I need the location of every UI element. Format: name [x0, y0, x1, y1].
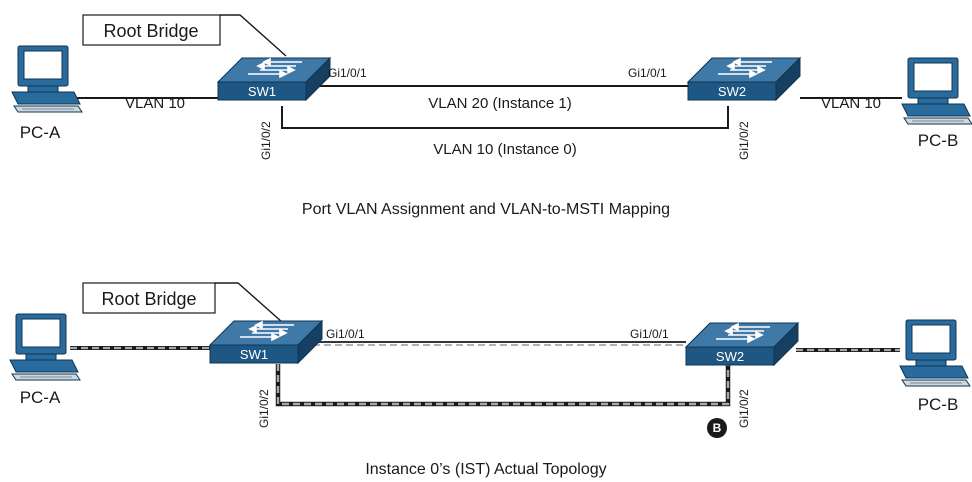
pc-b-icon	[899, 319, 971, 387]
pc-b-label: PC-B	[918, 131, 959, 150]
top-caption: Port VLAN Assignment and VLAN-to-MSTI Ma…	[302, 201, 670, 218]
sw2-port-gi101-label: Gi1/0/1	[628, 66, 667, 80]
root-bridge-box	[82, 14, 221, 46]
sw1-port-gi102-label: Gi1/0/2	[257, 389, 271, 428]
root-bridge-pointer	[215, 282, 283, 323]
sw1-label: SW1	[248, 84, 276, 99]
sw2-port-gi102-label: Gi1/0/2	[737, 121, 751, 160]
blocked-port-badge-label: B	[713, 421, 722, 435]
sw2-label: SW2	[716, 349, 744, 364]
blocked-port-badge	[707, 418, 727, 438]
sw2-port-gi102-label: Gi1/0/2	[737, 389, 751, 428]
bottom-diagram: Root Bridge PC-A SW1 SW2 PC-B Gi1/0/1 Gi…	[9, 282, 971, 478]
ist-link-sw1-sw2-gi102	[275, 364, 731, 407]
vlan-left-label: VLAN 10	[125, 95, 185, 112]
link-sw1-sw2-gi102	[281, 106, 729, 129]
sw1-port-gi101-label: Gi1/0/1	[328, 66, 367, 80]
bottom-caption: Instance 0’s (IST) Actual Topology	[365, 461, 606, 478]
sw2-port-gi101-label: Gi1/0/1	[630, 327, 669, 341]
pc-a-icon	[11, 45, 83, 113]
top-diagram: Root Bridge PC-A SW1 SW2 PC-B VLAN 10 VL…	[11, 14, 972, 218]
root-bridge-label: Root Bridge	[101, 289, 196, 309]
link-gi101-vlan-label: VLAN 20 (Instance 1)	[428, 95, 571, 112]
sw1-port-gi101-label: Gi1/0/1	[326, 327, 365, 341]
sw1-label: SW1	[240, 347, 268, 362]
root-bridge-label: Root Bridge	[103, 21, 198, 41]
sw2-label: SW2	[718, 84, 746, 99]
link-gi102-vlan-label: VLAN 10 (Instance 0)	[433, 141, 576, 158]
root-bridge-pointer	[220, 14, 287, 57]
pc-b-icon	[901, 57, 972, 125]
sw1-port-gi102-label: Gi1/0/2	[259, 121, 273, 160]
pc-a-label: PC-A	[20, 123, 61, 142]
pc-a-icon	[9, 313, 81, 381]
ist-link-sw1-sw2-gi101	[302, 341, 686, 346]
pc-b-label: PC-B	[918, 395, 959, 414]
root-bridge-box	[82, 282, 216, 314]
pc-a-label: PC-A	[20, 388, 61, 407]
vlan-right-label: VLAN 10	[821, 95, 881, 112]
